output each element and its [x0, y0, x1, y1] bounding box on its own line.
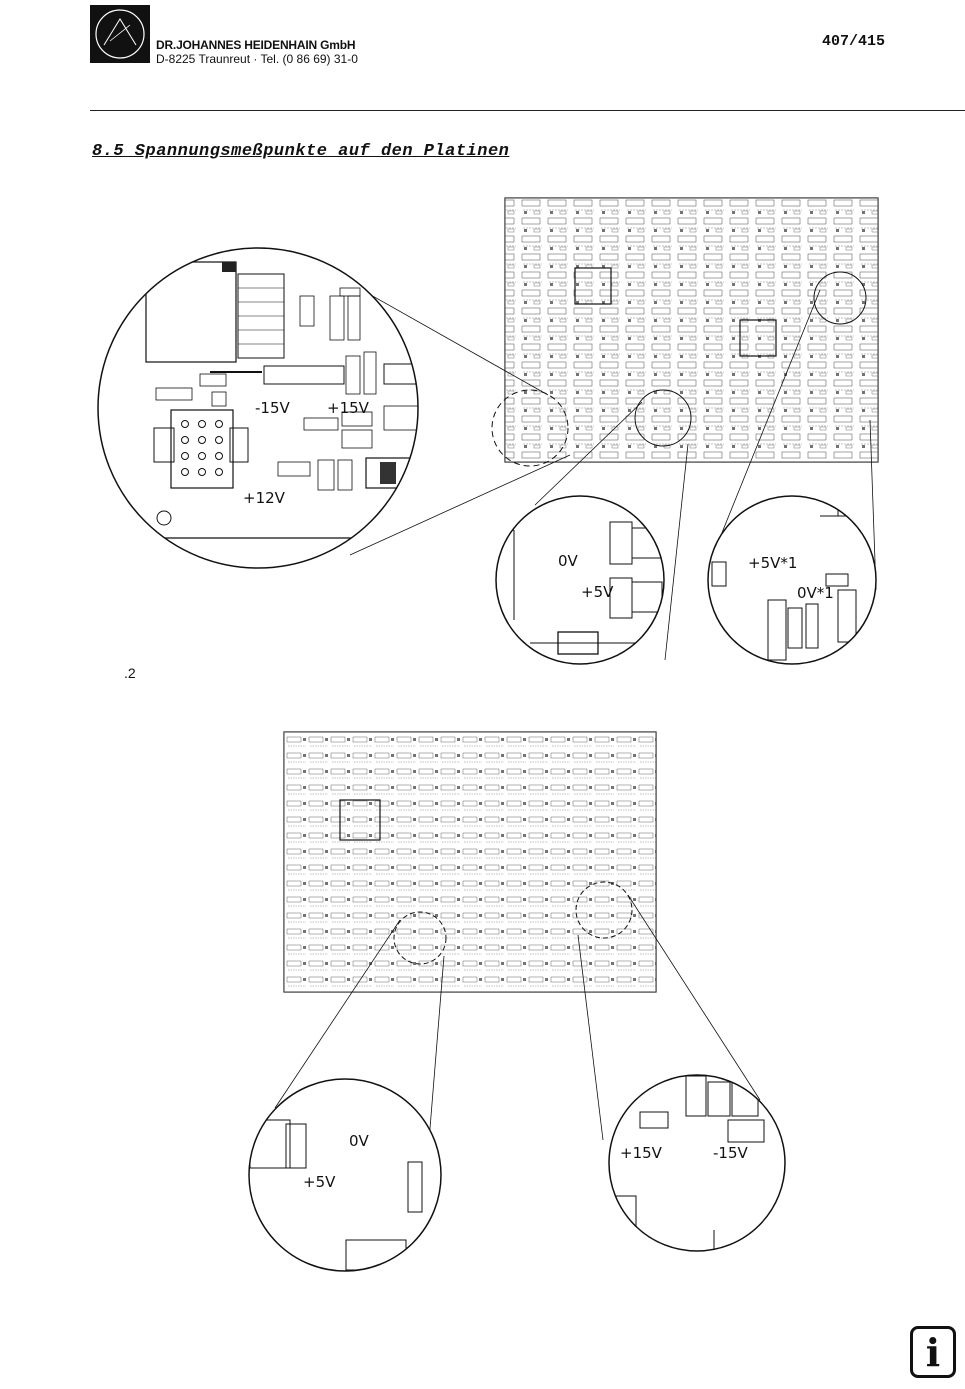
label-plus-5v-star1: +5V*1	[748, 554, 797, 572]
board-1-zoom-left: -15V +15V +12V	[97, 247, 419, 569]
label-0v: 0V	[558, 552, 579, 570]
section-title: 8.5 Spannungsmeßpunkte auf den Platinen	[92, 142, 510, 161]
document-number: 407/415	[822, 33, 886, 50]
company-name: DR.JOHANNES HEIDENHAIN GmbH	[156, 38, 356, 52]
figure-label: .2	[124, 665, 136, 681]
board-2-zoom-right: +15V -15V	[608, 1074, 786, 1252]
company-address: D-8225 Traunreut · Tel. (0 86 69) 31-0	[156, 52, 358, 66]
label-0v-board2: 0V	[349, 1132, 370, 1150]
logo-circle-icon	[95, 9, 145, 59]
info-icon[interactable]: i	[910, 1326, 956, 1378]
label-minus-15v: -15V	[255, 399, 290, 417]
label-plus-15v: +15V	[327, 399, 370, 417]
label-plus-12v: +12V	[243, 489, 286, 507]
label-plus-5v: +5V	[581, 583, 614, 601]
board-1-leader-lines	[349, 289, 877, 661]
label-plus-15v-board2: +15V	[620, 1144, 663, 1162]
heidenhain-logo	[90, 5, 150, 63]
header-divider	[90, 110, 965, 111]
board-1-zoom-mid: 0V +5V	[495, 495, 665, 665]
board-2-zoom-left: 0V +5V	[248, 1078, 442, 1272]
label-plus-5v-board2: +5V	[303, 1173, 336, 1191]
label-minus-15v-board2: -15V	[713, 1144, 748, 1162]
label-0v-star1: 0V*1	[797, 584, 834, 602]
board-1-zoom-right: +5V*1 0V*1	[707, 495, 877, 665]
board-1	[491, 197, 879, 467]
board-2	[283, 731, 657, 993]
